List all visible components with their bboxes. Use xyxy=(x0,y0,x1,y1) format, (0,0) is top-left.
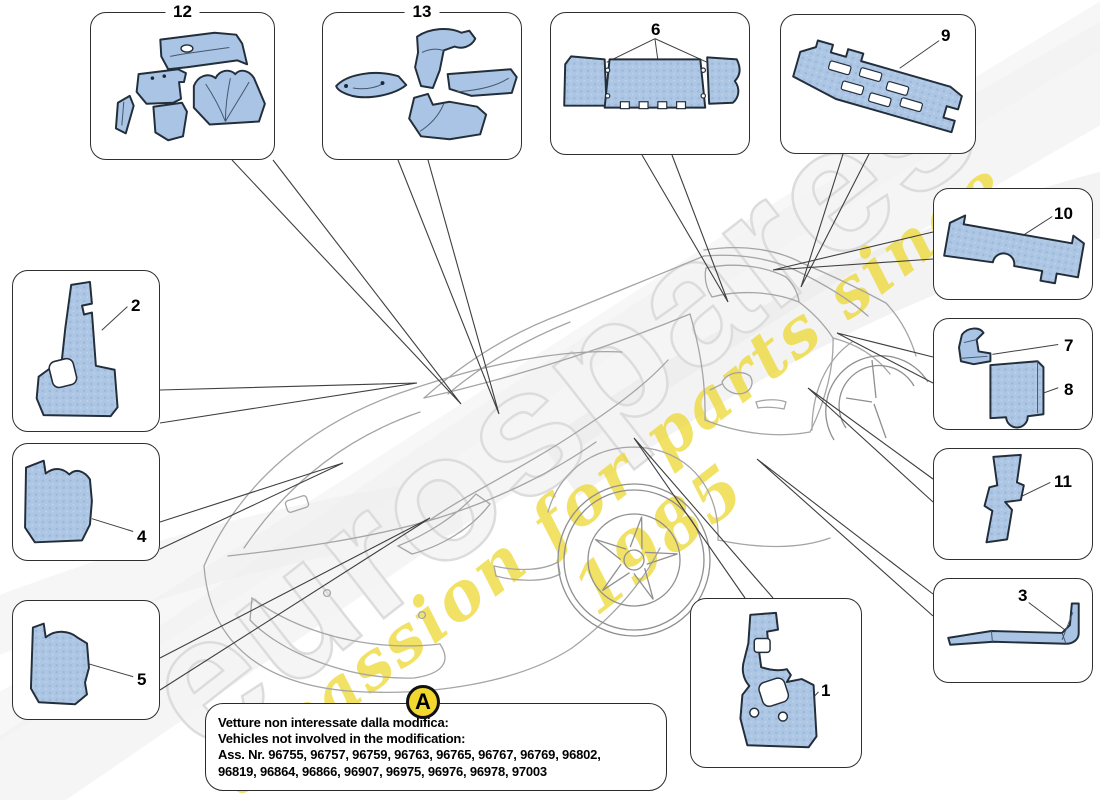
callout-box-2: 2 xyxy=(12,270,160,432)
callout-number-11: 11 xyxy=(1054,472,1072,491)
insulation-part-2 xyxy=(35,280,128,418)
insulation-piece xyxy=(35,280,119,418)
insulation-piece xyxy=(24,459,93,544)
callout-box-7-8: 7 8 xyxy=(933,318,1093,430)
note-line-english: Vehicles not involved in the modificatio… xyxy=(218,731,466,747)
insulation-piece xyxy=(603,58,707,109)
insulation-parts-7-8 xyxy=(958,327,1059,429)
callout-box-3: 3 xyxy=(933,578,1093,683)
callout-number-3: 3 xyxy=(1018,586,1028,605)
callout-box-6: 6 xyxy=(550,12,750,155)
modification-note: Vetture non interessate dalla modifica: … xyxy=(205,703,667,791)
callout-number-7: 7 xyxy=(1064,336,1074,355)
insulation-piece xyxy=(29,622,90,706)
note-line-italian: Vetture non interessate dalla modifica: xyxy=(218,715,449,730)
callout-number-10: 10 xyxy=(1054,204,1073,223)
insulation-part-5 xyxy=(29,622,134,706)
callout-box-9: 9 xyxy=(780,14,976,154)
insulation-part-3 xyxy=(947,602,1080,646)
callout-number-8: 8 xyxy=(1064,380,1074,399)
note-assembly-numbers-2: 96819, 96864, 96866, 96907, 96975, 96976… xyxy=(218,763,547,779)
insulation-piece xyxy=(983,453,1025,544)
callout-number-5: 5 xyxy=(137,670,147,689)
modification-badge: A xyxy=(406,685,440,719)
insulation-piece xyxy=(792,39,963,134)
callout-box-4: 4 xyxy=(12,443,160,561)
insulation-piece xyxy=(989,360,1045,429)
insulation-piece xyxy=(414,28,477,89)
callout-number-9: 9 xyxy=(941,26,951,45)
insulation-piece xyxy=(408,92,488,141)
callout-number-13: 13 xyxy=(404,3,440,20)
callout-number-6: 6 xyxy=(651,20,661,39)
insulation-piece xyxy=(135,68,187,105)
callout-box-12: 12 xyxy=(90,3,275,160)
callout-box-1: 1 xyxy=(690,598,862,768)
insulation-piece xyxy=(446,68,518,97)
note-assembly-numbers-1: Ass. Nr. 96755, 96757, 96759, 96763, 967… xyxy=(218,747,601,763)
callout-number-12: 12 xyxy=(165,3,200,20)
callout-box-5: 5 xyxy=(12,600,160,720)
insulation-piece xyxy=(958,327,992,366)
insulation-parts-13 xyxy=(335,28,518,141)
insulation-part-6 xyxy=(563,38,741,110)
insulation-piece xyxy=(192,69,266,126)
insulation-part-4 xyxy=(24,459,134,544)
insulation-piece xyxy=(335,72,408,99)
callout-number-4: 4 xyxy=(137,527,147,546)
insulation-parts-12 xyxy=(114,31,266,142)
callout-number-1: 1 xyxy=(821,681,831,700)
insulation-piece xyxy=(114,94,135,135)
insulation-part-10 xyxy=(943,214,1085,285)
callout-number-2: 2 xyxy=(131,296,141,315)
insulation-piece xyxy=(943,214,1085,285)
insulation-part-1 xyxy=(739,611,819,749)
insulation-part-9 xyxy=(792,39,963,134)
callout-box-11: 11 xyxy=(933,448,1093,560)
insulation-piece xyxy=(706,56,741,105)
insulation-piece xyxy=(152,101,188,142)
insulation-part-11 xyxy=(983,453,1051,544)
insulation-piece xyxy=(947,602,1080,646)
callout-box-10: 10 xyxy=(933,188,1093,300)
insulation-piece xyxy=(563,55,608,107)
callout-box-13: 13 xyxy=(322,3,522,160)
